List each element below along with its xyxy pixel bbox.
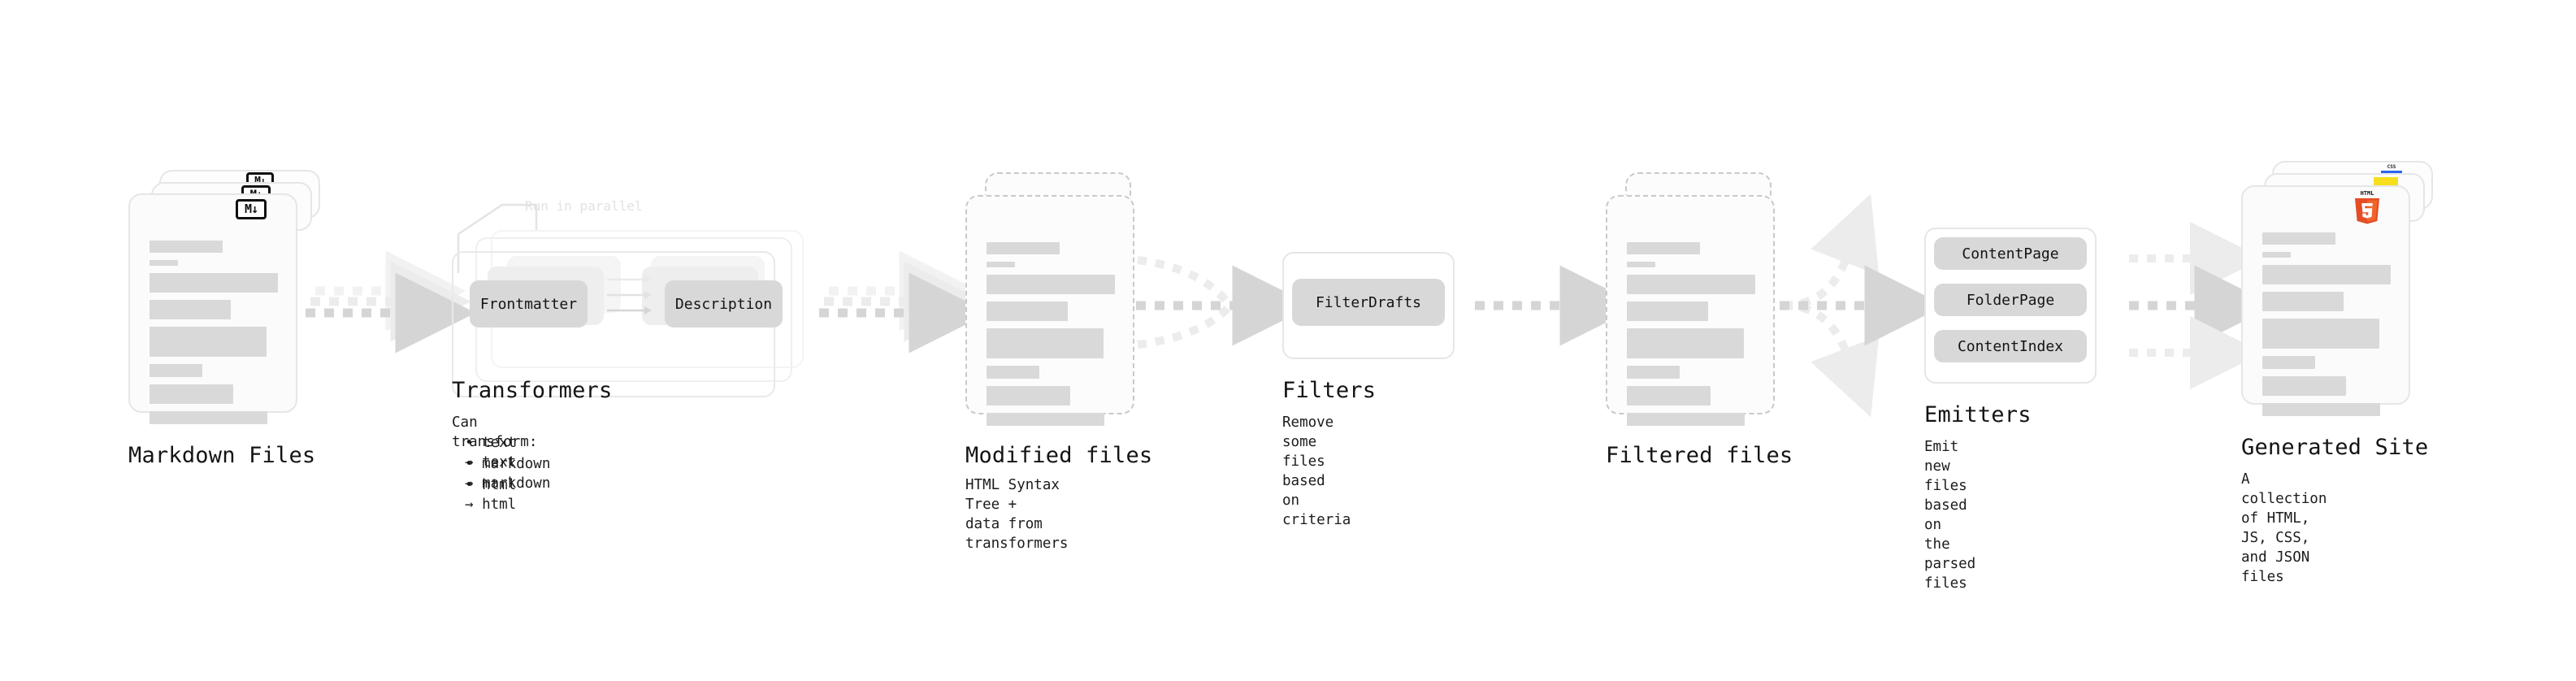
stage-title-generated-site: Generated Site xyxy=(2241,435,2429,460)
run-in-parallel-label: Run in parallel xyxy=(525,198,643,214)
content-bar xyxy=(2262,356,2315,369)
stage-title-filters: Filters xyxy=(1282,378,1377,403)
filtered-card-front xyxy=(1606,195,1775,426)
content-bar xyxy=(1627,262,1655,267)
content-bar xyxy=(150,327,267,357)
connector-filtered-to-emitters xyxy=(1780,193,1945,418)
markdown-card-front xyxy=(128,193,297,424)
content-bar xyxy=(150,260,178,266)
content-bar xyxy=(150,241,223,253)
connector-markdown-to-transformers xyxy=(306,250,476,354)
modified-card-bars xyxy=(987,242,1115,426)
stage-title-modified-files: Modified files xyxy=(965,443,1153,468)
content-bar xyxy=(987,328,1104,358)
content-bar xyxy=(1627,386,1711,406)
filter-pill-filterdrafts[interactable]: FilterDrafts xyxy=(1292,279,1445,326)
run-in-parallel-bracket xyxy=(457,203,538,273)
stage-subtitle-filters: Remove some files based on criteria xyxy=(1282,414,1351,528)
content-bar xyxy=(2262,265,2391,284)
transformer-pill-description[interactable]: Description xyxy=(665,280,783,327)
content-bar xyxy=(2262,403,2381,416)
stage-subtitle-transformers: Can transform: xyxy=(452,414,538,450)
content-bar xyxy=(150,273,278,293)
transformer-pill-frontmatter[interactable]: Frontmatter xyxy=(470,280,588,327)
content-bar xyxy=(150,300,231,319)
content-bar xyxy=(1627,413,1746,426)
content-bar xyxy=(987,366,1039,379)
modified-card-front xyxy=(965,195,1134,426)
content-bar xyxy=(1627,328,1744,358)
filtered-card-bars xyxy=(1627,242,1755,426)
content-bar xyxy=(987,262,1015,267)
site-card-front xyxy=(2241,185,2410,416)
emitter-pill-contentpage[interactable]: ContentPage xyxy=(1934,237,2087,270)
content-bar xyxy=(150,384,233,404)
stage-title-markdown-files: Markdown Files xyxy=(128,443,316,468)
content-bar xyxy=(987,386,1070,406)
connector-transformers-to-modified xyxy=(819,250,990,354)
markdown-card-bars xyxy=(150,241,278,424)
stage-subtitle-generated-site: A collection of HTML, JS, CSS, and JSON … xyxy=(2241,471,2327,585)
content-bar xyxy=(987,275,1115,294)
css-icon: CSS xyxy=(2381,165,2402,175)
content-bar xyxy=(150,411,268,424)
content-bar xyxy=(1627,242,1701,254)
content-bar xyxy=(987,413,1105,426)
bullet-text: text → text xyxy=(465,435,517,471)
content-bar xyxy=(1627,301,1708,321)
content-bar xyxy=(150,364,202,377)
content-bar xyxy=(987,301,1068,321)
content-bar xyxy=(2262,376,2346,396)
css-icon-label: CSS xyxy=(2387,164,2396,170)
content-bar xyxy=(2262,292,2344,311)
content-bar xyxy=(1627,366,1680,379)
content-bar xyxy=(2262,252,2291,258)
bullet-text: markdown → markdown xyxy=(465,456,551,492)
content-bar xyxy=(2262,232,2336,245)
transformers-bullet-1: • text → text xyxy=(465,435,517,471)
content-bar xyxy=(987,242,1060,254)
emitter-pill-contentindex[interactable]: ContentIndex xyxy=(1934,330,2087,362)
stage-title-filtered-files: Filtered files xyxy=(1606,443,1793,468)
content-bar xyxy=(1627,275,1755,294)
stage-subtitle-emitters: Emit new files based on the parsed files xyxy=(1924,439,1976,592)
content-bar xyxy=(2262,319,2379,349)
svg-text:HTML: HTML xyxy=(2361,190,2374,197)
stage-title-emitters: Emitters xyxy=(1924,402,2032,427)
css-icon-bar xyxy=(2381,171,2402,174)
stage-subtitle-modified-files: HTML Syntax Tree + data from transformer… xyxy=(965,477,1069,552)
site-card-bars xyxy=(2262,232,2391,416)
markdown-icon: M↓ xyxy=(236,199,267,219)
transformers-bullet-2: • markdown → markdown xyxy=(465,456,551,492)
connector-modified-to-filters xyxy=(1136,256,1313,349)
bullet-text: html → html xyxy=(465,477,517,513)
html5-icon: HTML xyxy=(2353,189,2381,224)
stage-title-transformers: Transformers xyxy=(452,378,613,403)
connector-emitters-to-site xyxy=(2129,222,2275,389)
transformers-bullet-3: • html → html xyxy=(465,477,517,513)
transformer-internal-arrows xyxy=(607,275,652,314)
emitter-pill-folderpage[interactable]: FolderPage xyxy=(1934,284,2087,316)
